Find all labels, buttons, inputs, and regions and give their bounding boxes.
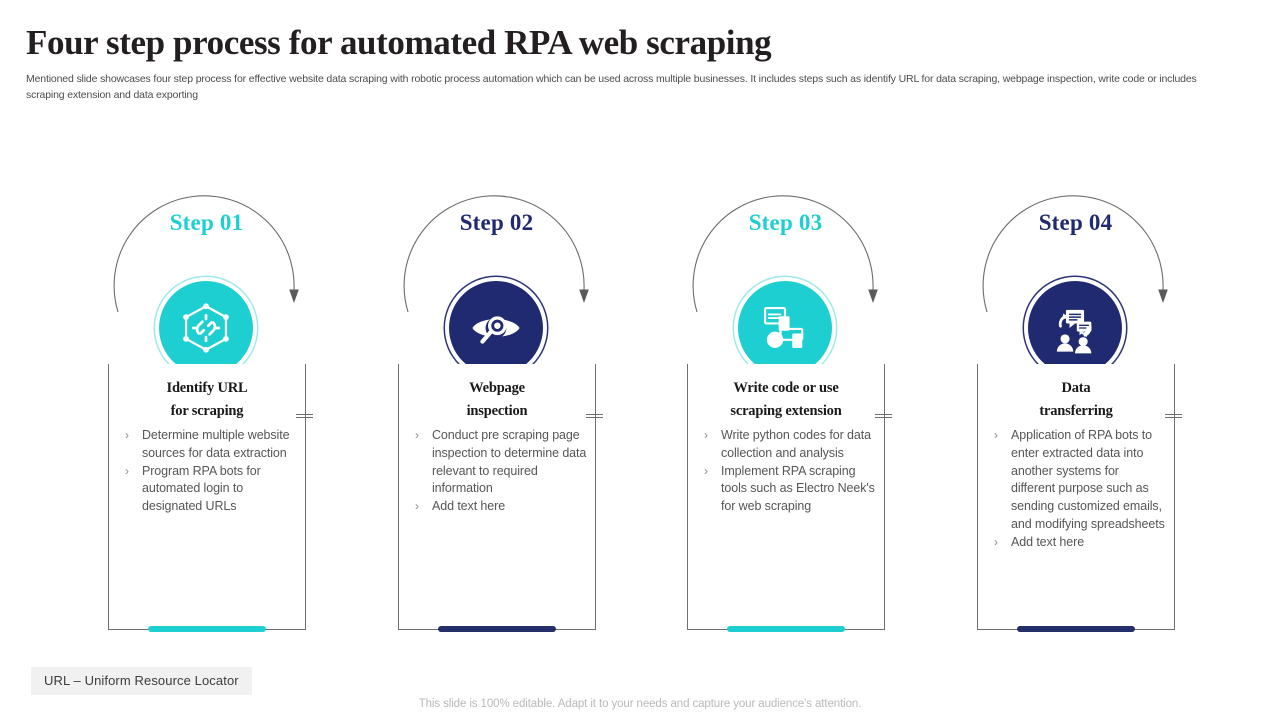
step-label-4: Step 04 <box>1038 210 1113 235</box>
list-item: ›Determine multiple website sources for … <box>125 428 290 460</box>
chevron-right-icon: › <box>415 428 419 442</box>
slide-footnote: This slide is 100% editable. Adapt it to… <box>418 698 862 710</box>
list-item: ›Write python codes for data collection … <box>704 428 871 460</box>
list-item: ›Add text here <box>413 498 587 516</box>
card-tick-mark <box>586 414 603 415</box>
chevron-right-icon: › <box>704 428 708 442</box>
card-tick-mark <box>875 414 892 415</box>
steps-container: Step 01 <box>0 150 1280 650</box>
list-item: ›Implement RPA scraping tools such as El… <box>704 463 875 514</box>
people-data-exchange-icon <box>1028 281 1122 375</box>
eye-magnifier-icon <box>449 281 543 375</box>
card-tick-mark-2 <box>586 417 603 418</box>
page-title: Four step process for automated RPA web … <box>26 23 772 62</box>
documents-code-icon <box>738 281 832 375</box>
card-tick-mark-2 <box>296 417 313 418</box>
step-bullets-4: ›Application of RPA bots to enter extrac… <box>992 427 1166 552</box>
list-item: ›Application of RPA bots to enter extrac… <box>994 428 1165 531</box>
chevron-right-icon: › <box>704 463 708 478</box>
card-accent-bar-3 <box>727 626 845 632</box>
list-item: ›Conduct pre scraping page inspection to… <box>415 428 587 496</box>
legend-url-abbreviation: URL – Uniform Resource Locator <box>31 667 252 695</box>
step-bullets-2: ›Conduct pre scraping page inspection to… <box>413 427 587 516</box>
card-accent-bar-2 <box>438 626 556 632</box>
hexagon-link-icon <box>159 281 253 375</box>
card-tick-mark <box>296 414 313 415</box>
step-label-1: Step 01 <box>169 210 244 235</box>
chevron-right-icon: › <box>994 534 998 549</box>
list-item: ›Program RPA bots for automated login to… <box>125 463 261 514</box>
card-tick-mark-2 <box>875 417 892 418</box>
step-card-3[interactable]: Step 03 <box>661 150 961 650</box>
chevron-right-icon: › <box>125 428 129 442</box>
slide-header: Four step process for automated RPA web … <box>26 22 1254 103</box>
step-bullets-3: ›Write python codes for data collection … <box>702 427 876 516</box>
chevron-right-icon: › <box>994 428 998 442</box>
list-item: ›Add text here <box>992 534 1166 552</box>
chevron-right-icon: › <box>125 463 129 478</box>
page-subtitle: Mentioned slide showcases four step proc… <box>26 73 1197 101</box>
step-label-3: Step 03 <box>748 210 823 235</box>
step-label-2: Step 02 <box>459 210 534 235</box>
step-card-4[interactable]: Step 04 <box>951 150 1251 650</box>
card-accent-bar-1 <box>148 626 266 632</box>
chevron-right-icon: › <box>415 499 419 514</box>
step-bullets-1: ›Determine multiple website sources for … <box>123 427 297 516</box>
card-accent-bar-4 <box>1017 626 1135 632</box>
card-tick-mark-2 <box>1165 417 1182 418</box>
card-tick-mark <box>1165 414 1182 415</box>
step-card-1[interactable]: Step 01 <box>82 150 382 650</box>
